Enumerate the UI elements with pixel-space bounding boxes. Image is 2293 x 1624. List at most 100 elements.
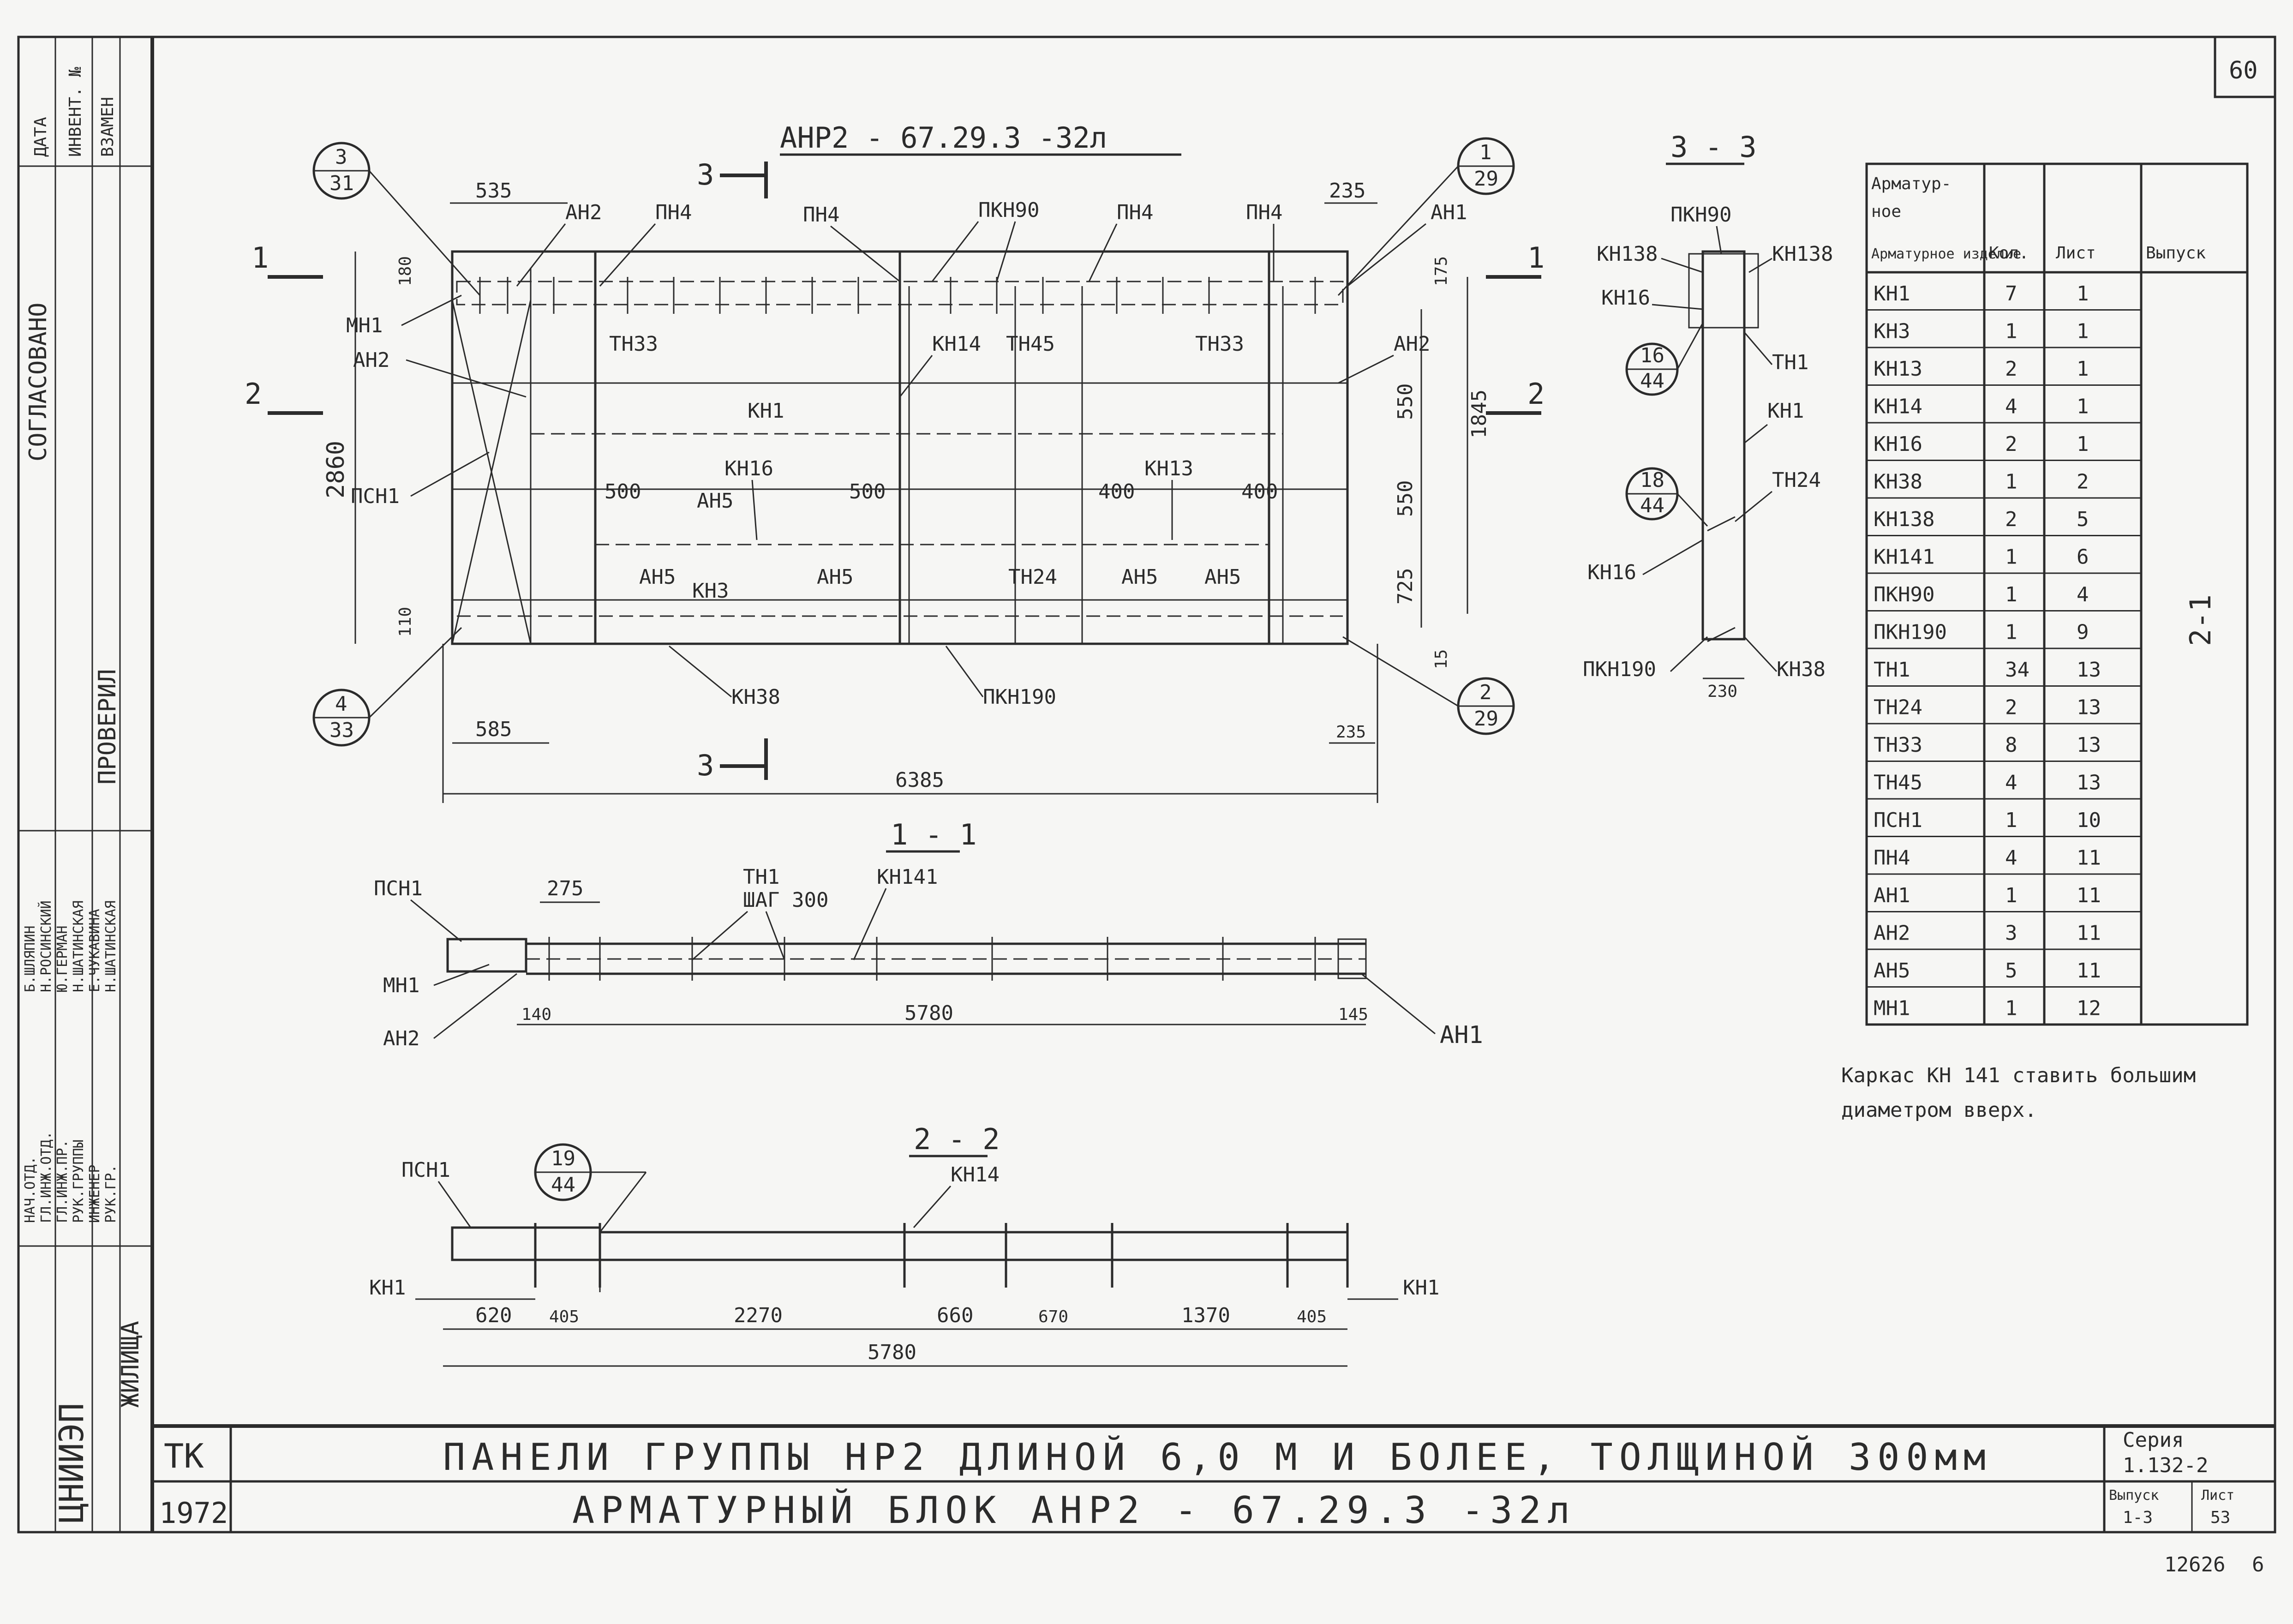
table-cell-qty: 2 — [2005, 357, 2018, 381]
label-pn4-a: ПН4 — [655, 201, 692, 224]
section-3-3-title: 3 - 3 — [1670, 130, 1757, 164]
table-cell-item: КН38 — [1874, 470, 1922, 494]
strip-role: ГЛ.ИНЖ.ОТД. — [38, 1131, 54, 1223]
table-cell-item: ПН4 — [1874, 846, 1910, 870]
table-cell-sheet: 11 — [2077, 884, 2101, 907]
note-line-2: диаметром вверх. — [1841, 1098, 2037, 1122]
strip-name: Ю.ГЕРМАН — [54, 926, 71, 993]
table-cell-sheet: 1 — [2077, 282, 2089, 306]
label-ah5-b: АН5 — [639, 565, 676, 589]
dim-145: 145 — [1338, 1005, 1368, 1024]
label-ah1: АН1 — [1431, 201, 1467, 224]
table-cell-qty: 2 — [2005, 508, 2018, 531]
spec-table: Арматур- ное Арматурное изделие Кол. Лис… — [1865, 162, 2249, 1026]
table-cell-qty: 2 — [2005, 696, 2018, 719]
section-mark-1-left: 1 — [251, 241, 269, 275]
callout-number: 18 — [1640, 468, 1664, 492]
dim-660: 660 — [937, 1304, 973, 1327]
table-cell-sheet: 1 — [2077, 357, 2089, 381]
label-ah2: АН2 — [383, 1027, 419, 1050]
page-number: 60 — [2229, 57, 2258, 84]
callout-sheet: 29 — [1474, 707, 1498, 731]
callout-16-44: 16 44 — [1625, 323, 1704, 396]
strip-role-column: НАЧ.ОТД. ГЛ.ИНЖ.ОТД. ГЛ.ИНЖ.ПР. РУК.ГРУП… — [22, 1131, 119, 1223]
table-cell-qty: 7 — [2005, 282, 2018, 306]
label-kh14: КН14 — [951, 1163, 1000, 1187]
dim-725: 725 — [1394, 568, 1417, 605]
callout-sheet: 33 — [329, 719, 354, 742]
callout-sheet: 29 — [1474, 167, 1498, 191]
strip-name: Н.ШАТИНСКАЯ — [71, 900, 87, 992]
callout-19-44: 19 44 — [534, 1143, 647, 1233]
label-kh16-bottom: КН16 — [1587, 561, 1636, 584]
label-kh138-right: КН138 — [1772, 242, 1833, 266]
dim-6385: 6385 — [895, 768, 944, 792]
callout-2-29: 2 29 — [1342, 636, 1515, 735]
table-cell-sheet: 1 — [2077, 432, 2089, 456]
label-kh1: КН1 — [748, 399, 784, 423]
label-th45: ТН45 — [1006, 332, 1055, 356]
table-cell-item: МН1 — [1874, 997, 1910, 1020]
label-kh16-top: КН16 — [1601, 286, 1650, 310]
section-2-2-posts — [534, 1223, 1349, 1288]
strip-zhilishcha-label: ЖИЛИЩА — [117, 1321, 144, 1408]
table-cell-qty: 1 — [2005, 621, 2018, 644]
table-cell-sheet: 9 — [2077, 621, 2089, 644]
table-cell-qty: 34 — [2005, 658, 2030, 682]
strip-role: НАЧ.ОТД. — [22, 1157, 38, 1223]
label-ah5-a: АН5 — [697, 489, 733, 513]
strip-date-label: ДАТА — [31, 117, 50, 157]
dim-275: 275 — [547, 877, 583, 900]
strip-name: Б.ШЛЯПИН — [22, 926, 38, 993]
table-cell-qty: 1 — [2005, 997, 2018, 1020]
table-cell-item: КН138 — [1874, 508, 1934, 531]
table-cell-qty: 1 — [2005, 884, 2018, 907]
section-mark-3-bottom: 3 — [697, 749, 714, 782]
dim-670: 670 — [1038, 1307, 1068, 1326]
label-pn4-c: ПН4 — [1117, 201, 1153, 224]
table-cell-item: ТН24 — [1874, 696, 1922, 719]
table-cell-item: КН141 — [1874, 545, 1934, 569]
table-cell-qty: 1 — [2005, 545, 2018, 569]
section-mark-2-right: 2 — [1527, 377, 1545, 411]
label-psn1: ПСН1 — [374, 877, 423, 900]
label-kh3: КН3 — [692, 579, 729, 603]
sheet-border: 60 12626 6 — [17, 36, 2276, 1576]
dim-180: 180 — [396, 256, 415, 286]
label-mh1: МН1 — [346, 314, 383, 337]
table-cell-qty: 1 — [2005, 809, 2018, 832]
strip-invent-label: ИНВЕНТ. № — [66, 67, 85, 157]
title-year: 1972 — [159, 1496, 228, 1530]
table-cell-qty: 4 — [2005, 771, 2018, 795]
table-cell-item: АН1 — [1874, 884, 1910, 907]
table-header: Арматур- ное Арматурное изделие Кол. Лис… — [1871, 174, 2206, 263]
left-strip: ДАТА ИНВЕНТ. № ВЗАМЕН СОГЛАСОВАНО ПРОВЕР… — [18, 37, 152, 1532]
strip-role: ГЛ.ИНЖ.ПР. — [54, 1139, 71, 1223]
table-cell-sheet: 13 — [2077, 733, 2101, 757]
table-cell-sheet: 11 — [2077, 959, 2101, 983]
table-cell-sheet: 13 — [2077, 696, 2101, 719]
note: Каркас КН 141 ставить большим диаметром … — [1841, 1064, 2196, 1122]
label-pkn90: ПКН90 — [1670, 203, 1731, 227]
table-cell-qty: 1 — [2005, 470, 2018, 494]
title-list: 53 — [2210, 1508, 2230, 1527]
dim-110: 110 — [396, 607, 415, 637]
header-item: Арматурное изделие — [1871, 246, 2021, 262]
main-view: АНР2 - 67.29.3 -32л — [245, 121, 1545, 803]
label-kh1-left: КН1 — [369, 1276, 406, 1300]
org-logo-text: ЦНИИЭП — [52, 1403, 91, 1523]
table-cell-sheet: 4 — [2077, 583, 2089, 606]
main-view-labels: АН2 ПН4 ПН4 ПКН90 ПН4 ПН4 АН1 МН1 АН2 ПС… — [346, 198, 1467, 709]
label-pkn190: ПКН190 — [983, 685, 1056, 709]
table-cell-qty: 4 — [2005, 846, 2018, 870]
table-cell-sheet: 13 — [2077, 658, 2101, 682]
dim-400-b: 400 — [1241, 480, 1278, 503]
dim-500-a: 500 — [605, 480, 641, 503]
title-vypusk: 1-3 — [2123, 1508, 2153, 1527]
dim-15: 15 — [1432, 649, 1451, 669]
label-ah2-top: АН2 — [565, 201, 602, 224]
table-cell-item: КН13 — [1874, 357, 1922, 381]
dim-500-b: 500 — [849, 480, 886, 503]
table-cell-sheet: 1 — [2077, 395, 2089, 419]
